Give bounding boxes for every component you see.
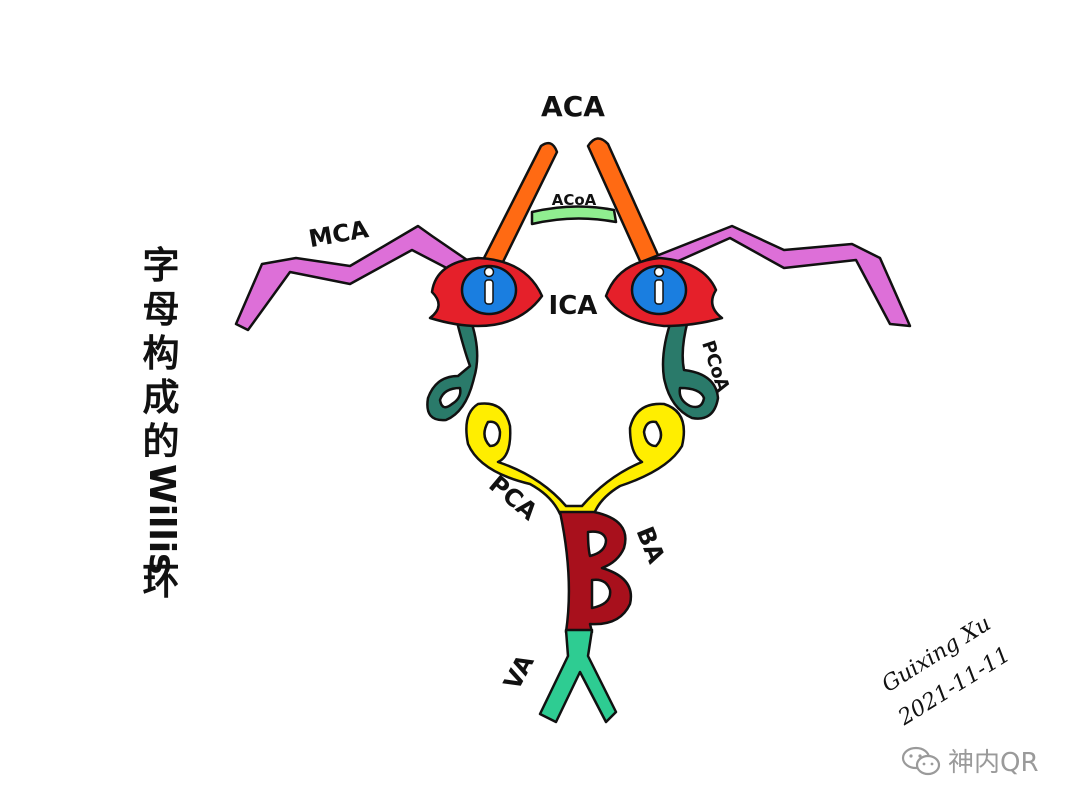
title-char: 母 [142, 288, 180, 331]
label-acoa: ACoA [552, 191, 597, 209]
watermark-text: 神内QR [948, 748, 1039, 778]
title-chars: 字母构成的 [143, 244, 180, 464]
acoa-vessel [530, 205, 618, 226]
label-ica: ICA [549, 291, 598, 321]
ica-left-letter-dot [483, 266, 495, 278]
watermark: 神内QR [900, 742, 1039, 779]
ica-left-letter-stem [484, 279, 494, 305]
title-latin: Willis [141, 464, 182, 575]
wechat-icon [901, 746, 941, 775]
ica-right-letter-stem [654, 279, 664, 305]
label-ba: BA [631, 523, 671, 568]
pca-vessel [465, 402, 686, 516]
label-mca: MCA [307, 215, 371, 253]
aca-left-vessel [480, 141, 559, 270]
ica-right-letter-dot [653, 266, 665, 278]
ba-vessel [558, 510, 633, 634]
pcoa-left-vessel [426, 316, 479, 422]
diagram-title: 字母构成的 Willis 环 [136, 244, 186, 604]
va-vessel [538, 628, 618, 724]
title-char: 成 [142, 376, 180, 419]
aca-right-vessel [586, 137, 664, 272]
title-char: 的 [142, 420, 180, 463]
label-aca: ACA [541, 90, 605, 123]
title-char: 字 [142, 244, 180, 287]
mca-right-vessel [634, 224, 912, 328]
title-char: 构 [142, 332, 180, 375]
pcoa-right-vessel [661, 316, 720, 420]
title-end: 环 [142, 560, 180, 603]
label-va: VA [498, 650, 540, 695]
